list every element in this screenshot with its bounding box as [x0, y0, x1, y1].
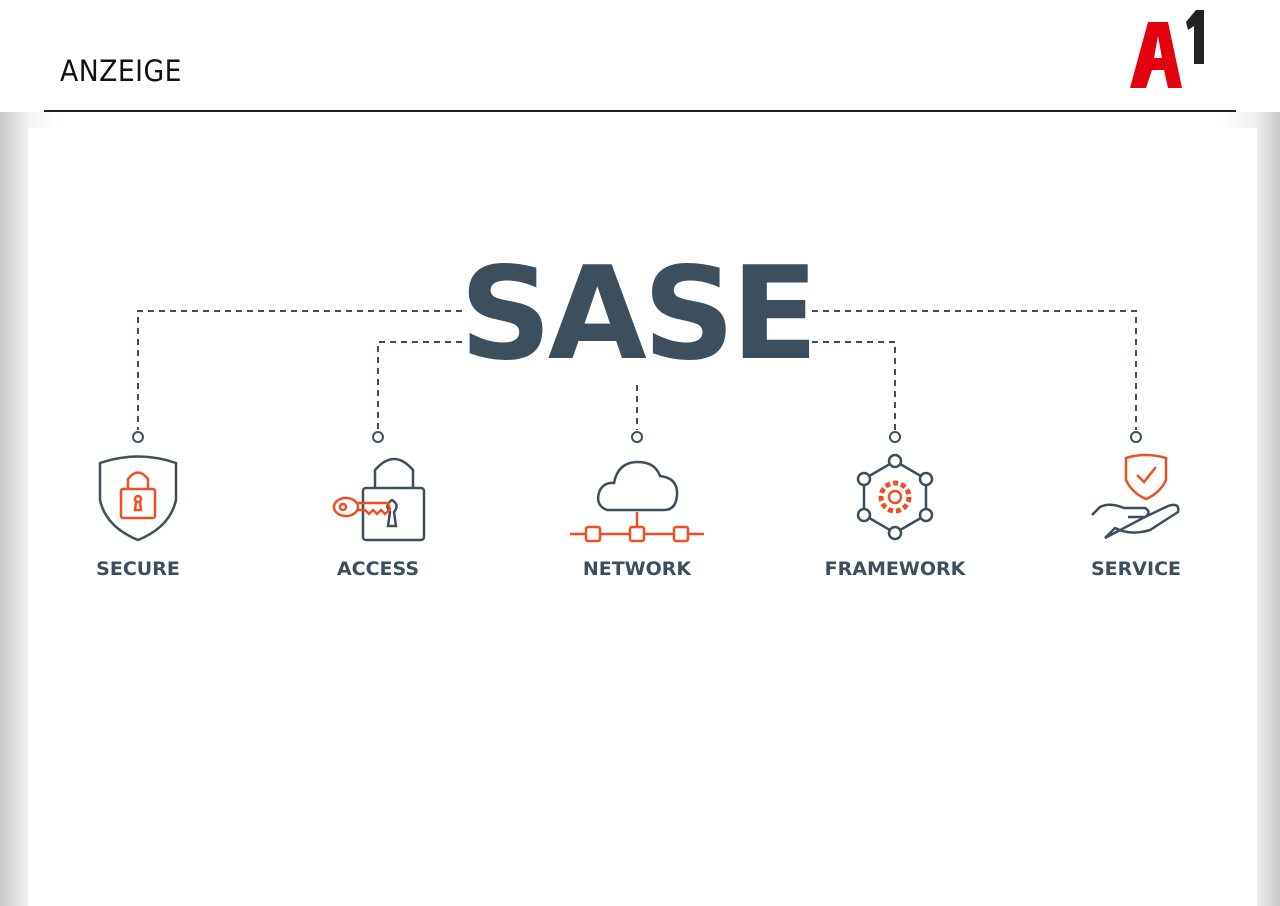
connector-lines [137, 310, 1137, 430]
ad-header: ANZEIGE [0, 0, 1280, 112]
item-label-framework: FRAMEWORK [825, 558, 967, 580]
cloud-network-icon [570, 460, 704, 543]
content-panel [28, 128, 1257, 906]
item-label-network: NETWORK [583, 558, 693, 580]
padlock-key-icon [332, 457, 426, 542]
connector-nodes [132, 431, 1142, 443]
a1-logo [1130, 10, 1204, 88]
gear-hexagon-icon [856, 453, 934, 541]
item-label-access: ACCESS [337, 558, 419, 580]
ad-label: ANZEIGE [60, 54, 182, 88]
header-divider [44, 110, 1236, 112]
item-label-secure: SECURE [96, 558, 180, 580]
item-label-service: SERVICE [1091, 558, 1181, 580]
hand-shield-icon [1091, 453, 1180, 540]
diagram-title: SASE [460, 240, 815, 389]
shield-lock-icon [98, 455, 178, 542]
